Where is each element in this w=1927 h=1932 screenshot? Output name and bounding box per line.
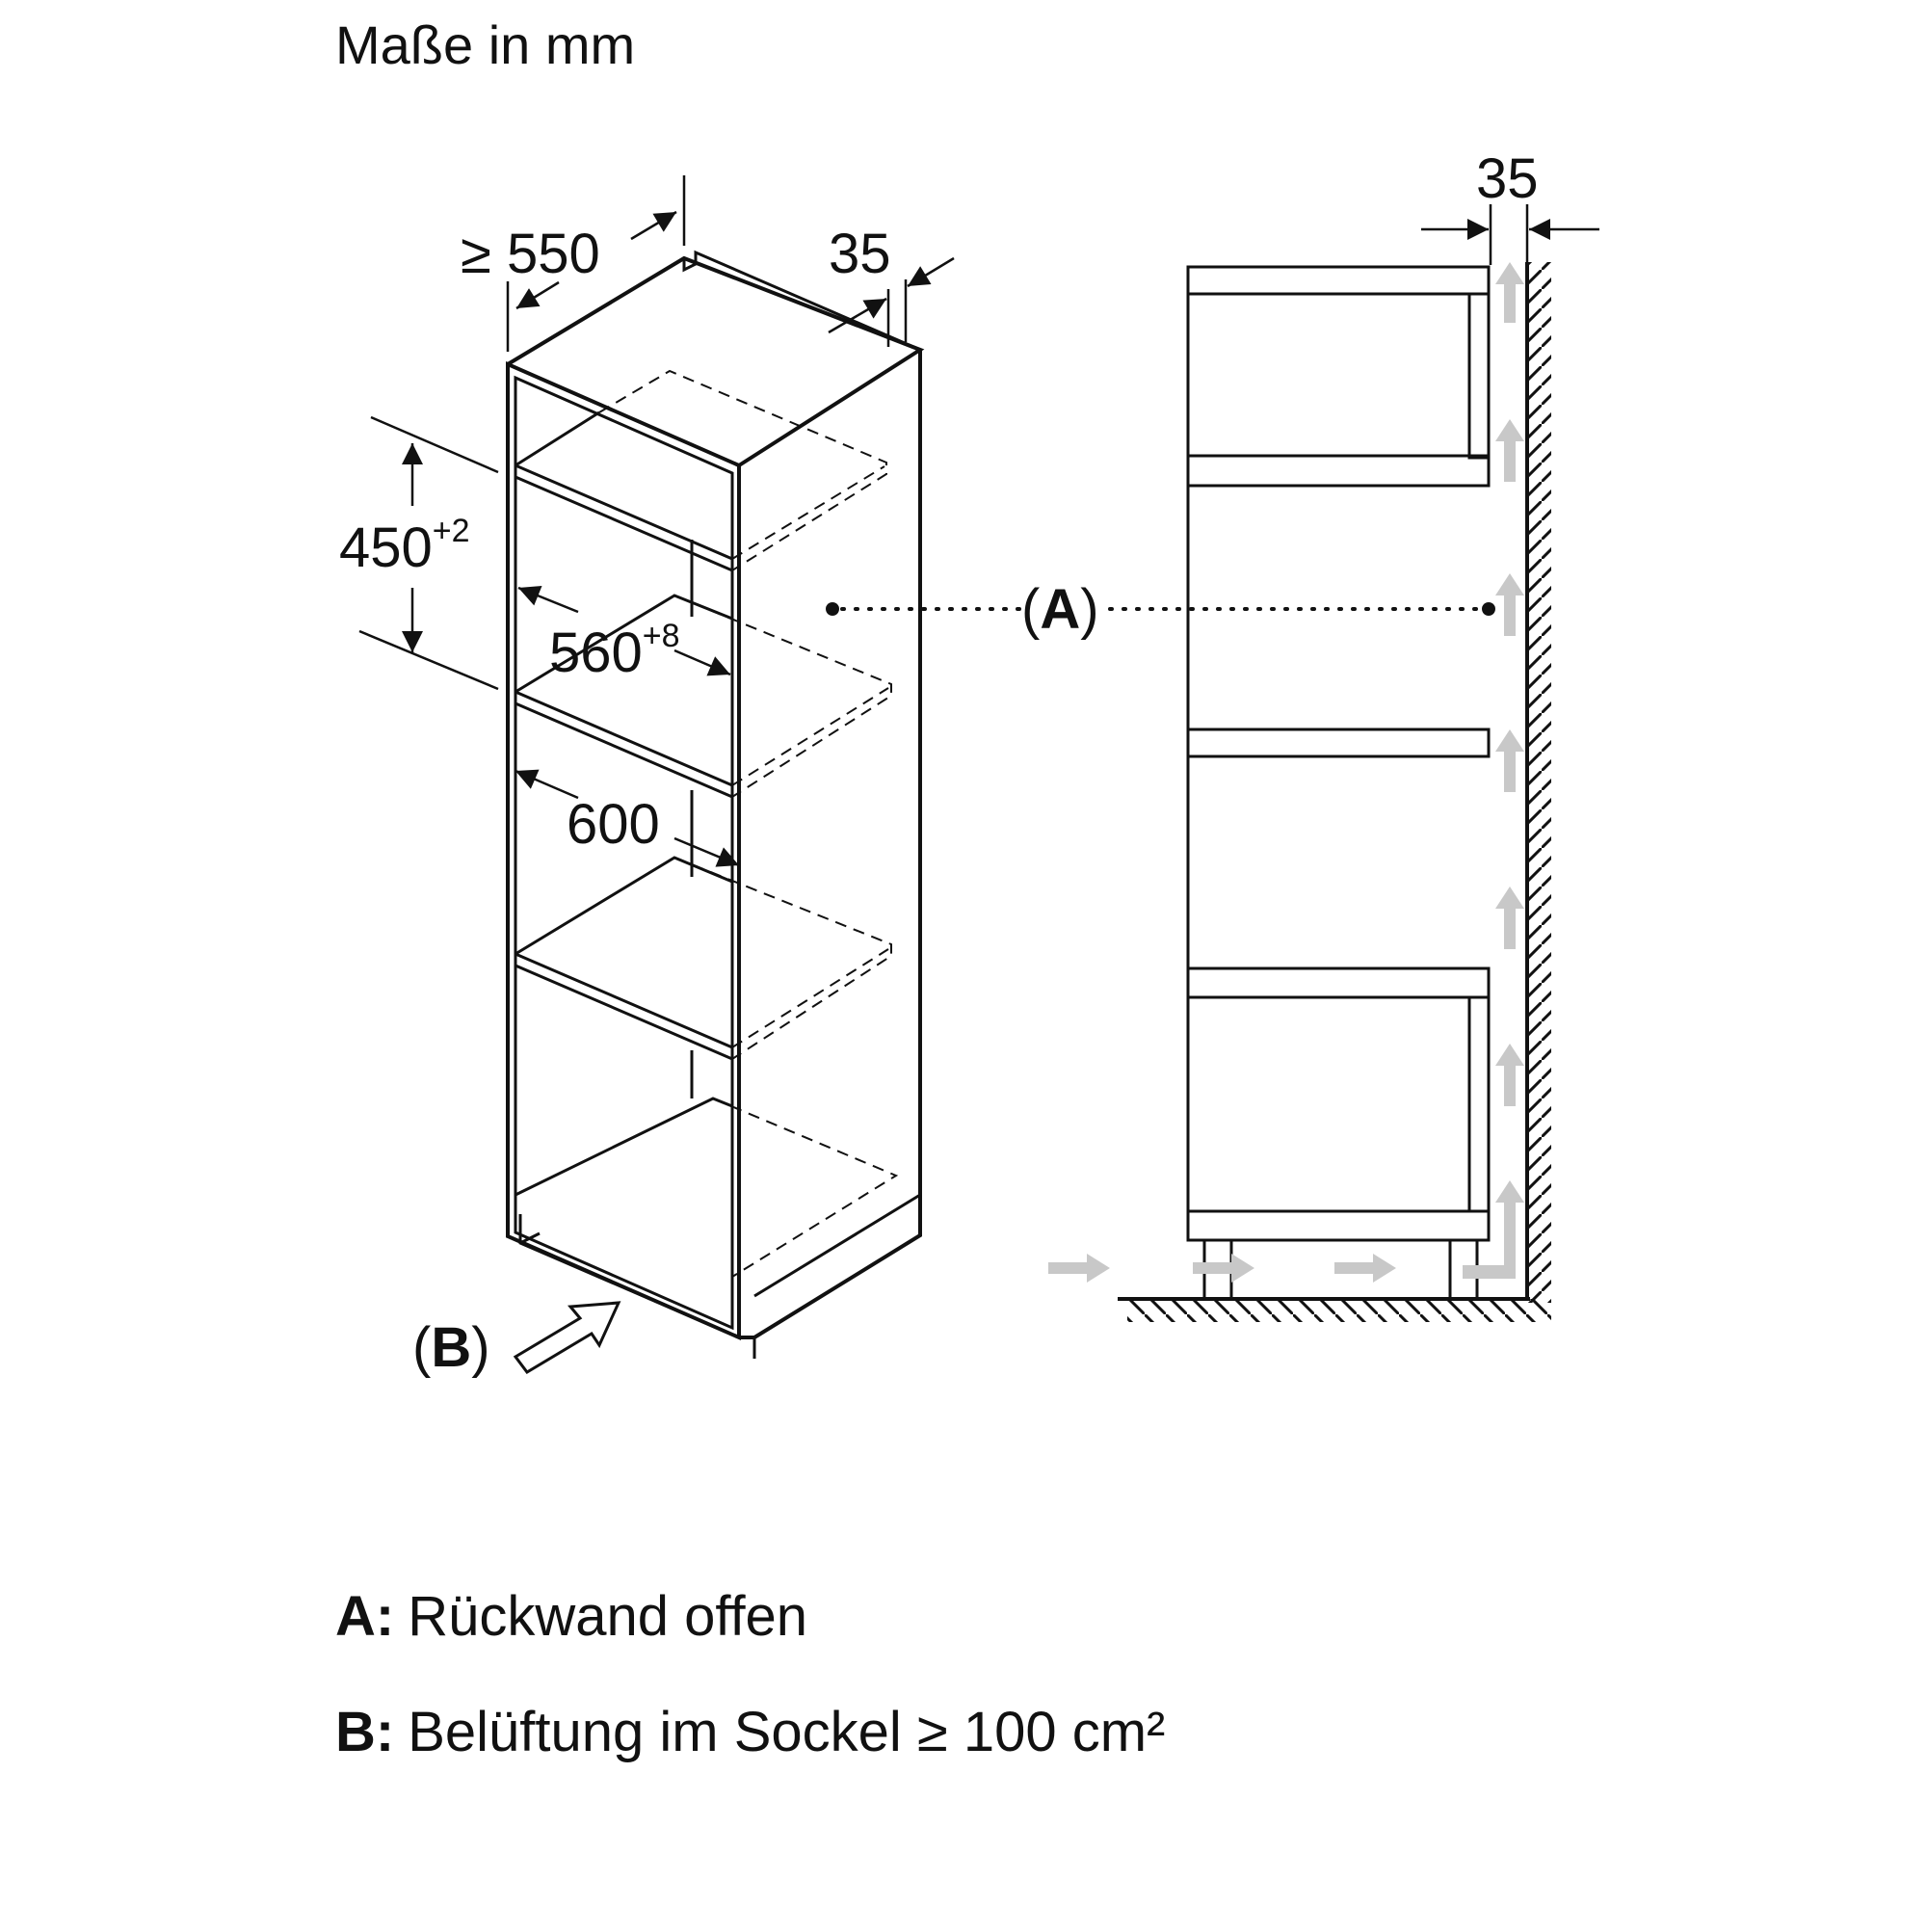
airflow-right-icon — [1048, 1254, 1110, 1283]
dim-niche-width-label: 560+8 — [549, 618, 680, 684]
shelf-middle — [1186, 728, 1491, 758]
cabinet-floor — [515, 1097, 733, 1197]
plinth — [518, 1214, 756, 1359]
lower-appliance-back — [1467, 995, 1491, 1213]
niche-dashed-lines — [598, 369, 899, 1278]
shelf-1 — [514, 463, 734, 573]
dim-niche-height-label: 450+2 — [339, 513, 470, 579]
airflow-up-icon — [1495, 262, 1524, 323]
dim-cabinet-width-label: 600 — [567, 793, 660, 856]
bottom-board — [1186, 1209, 1491, 1242]
airflow-turn-icon — [1463, 1180, 1524, 1279]
cabinet-top — [506, 255, 925, 467]
floor — [1118, 1297, 1551, 1322]
airflow-up-icon — [1495, 729, 1524, 792]
dim-niche-width — [517, 586, 731, 676]
dim-gap-right-label: 35 — [1476, 147, 1539, 210]
airflow-right-icon — [1334, 1254, 1396, 1283]
upper-appliance-back — [1467, 292, 1491, 460]
dim-gap-right — [1421, 204, 1599, 265]
airflow-up-icon — [1495, 887, 1524, 949]
shelf-lower — [1186, 966, 1491, 999]
shelf-2 — [514, 689, 734, 800]
marker-b: (B) — [412, 1316, 490, 1379]
cabinet-section — [1186, 265, 1491, 1301]
airflow-up-icon — [1495, 419, 1524, 482]
dim-cabinet-width — [515, 769, 740, 867]
airflow-up-icon — [1495, 573, 1524, 636]
airflow-right-icon — [1193, 1254, 1254, 1283]
marker-a: (A) — [1021, 578, 1099, 641]
top-board — [1186, 265, 1491, 296]
airflow-arrows — [1048, 262, 1524, 1283]
legend: A:Rückwand offen B:Belüftung im Sockel ≥… — [335, 1585, 1165, 1763]
dim-gap-left — [828, 256, 955, 347]
legend-item-a: A:Rückwand offen — [335, 1585, 807, 1648]
cabinet-front-inner — [514, 375, 734, 1331]
cabinet-side — [739, 350, 922, 1339]
dim-gap-left-label: 35 — [829, 223, 891, 285]
ventilation-arrow-icon — [513, 1301, 621, 1374]
wall — [1525, 262, 1551, 1303]
shelf-3 — [514, 951, 734, 1062]
dim-depth-label: ≥ 550 — [461, 223, 600, 285]
page-title: Maße in mm — [335, 14, 635, 75]
dim-depth — [506, 175, 686, 352]
shelf-upper — [1186, 454, 1491, 488]
dim-niche-height — [358, 415, 499, 691]
airflow-up-icon — [1495, 1044, 1524, 1106]
legend-item-b: B:Belüftung im Sockel ≥ 100 cm² — [335, 1701, 1165, 1763]
leader-a — [826, 602, 1495, 616]
